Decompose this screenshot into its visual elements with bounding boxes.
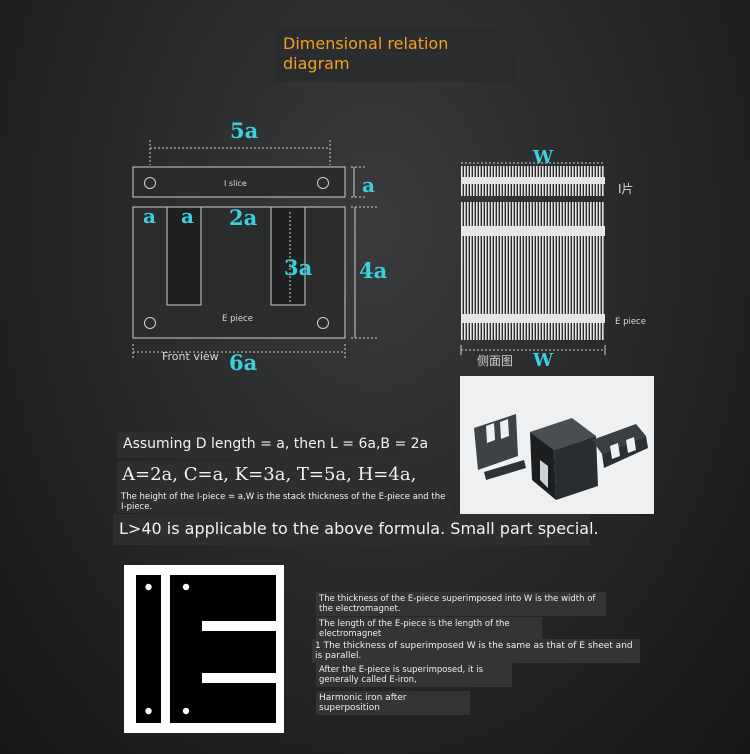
dim-w-bottom: W	[533, 350, 554, 371]
side-view-diagram	[460, 162, 606, 355]
relations-text: A=2a, C=a, K=3a, T=5a, H=4a,	[122, 464, 417, 485]
note-4: After the E-piece is superimposed, it is…	[316, 663, 512, 687]
dim-a-left2: a	[181, 204, 194, 228]
assume-text: Assuming D length = a, then L = 6a,B = 2…	[123, 436, 429, 452]
dim-5a: 5a	[230, 118, 259, 143]
dim-4a: 4a	[359, 258, 388, 283]
e-piece-label-side: E piece	[615, 317, 646, 327]
hole-icon	[317, 317, 329, 329]
hole-icon	[144, 177, 156, 189]
note-3: 1 The thickness of superimposed W is the…	[312, 639, 640, 663]
note-1: The thickness of the E-piece superimpose…	[316, 592, 606, 616]
core-photo	[460, 376, 654, 514]
dim-w-top: W	[533, 147, 554, 168]
page-title: Dimensional relation diagram	[283, 34, 449, 73]
note-5: Harmonic iron after superposition	[316, 691, 470, 715]
front-view-label: Front view	[162, 350, 219, 363]
front-view-diagram	[132, 140, 377, 360]
applicable-text: L>40 is applicable to the above formula.…	[119, 519, 599, 538]
assume-box	[117, 432, 407, 458]
e-core-illustration	[124, 565, 284, 733]
hole-icon	[144, 317, 156, 329]
note-2: The length of the E-piece is the length …	[316, 617, 542, 641]
i-slice-label: I slice	[224, 179, 247, 188]
dim-a-left1: a	[143, 204, 156, 228]
i-piece-label-side: I片	[618, 182, 634, 196]
side-view-label: 侧面图	[477, 354, 514, 368]
dim-a-right: a	[362, 173, 375, 197]
relations-box	[117, 461, 453, 491]
i-slice-shape	[132, 166, 346, 198]
dim-2a: 2a	[229, 205, 258, 230]
title-box	[276, 27, 516, 82]
height-note-box	[117, 491, 450, 513]
dim-6a: 6a	[229, 350, 258, 375]
e-piece-label-front: E piece	[222, 314, 253, 324]
height-note-text: The height of the I-piece = a,W is the s…	[121, 492, 446, 512]
hole-icon	[317, 177, 329, 189]
applicable-box	[113, 514, 590, 545]
dim-3a: 3a	[284, 255, 313, 280]
